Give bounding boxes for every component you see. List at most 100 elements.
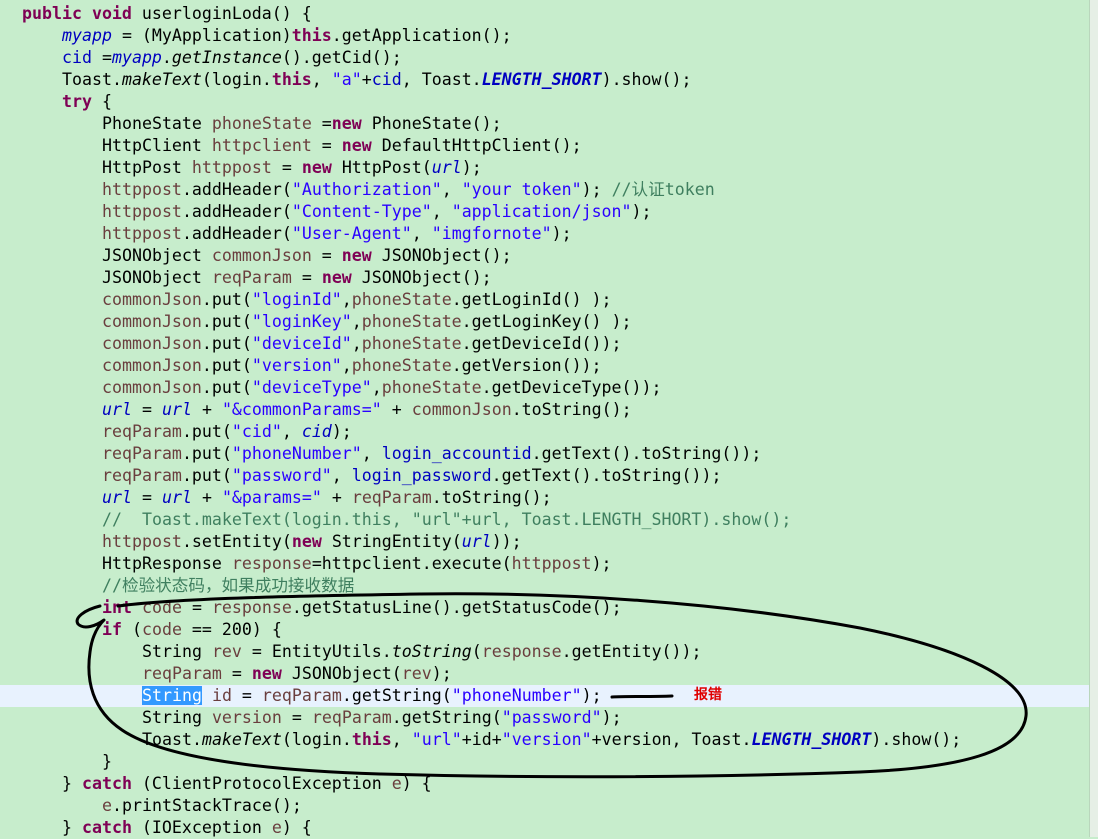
- code-line[interactable]: cid =myapp.getInstance().getCid();: [0, 47, 1090, 69]
- code-line[interactable]: HttpResponse response=httpclient.execute…: [0, 553, 1090, 575]
- code-line-text: String id = reqParam.getString("phoneNum…: [142, 685, 602, 707]
- code-line[interactable]: String rev = EntityUtils.toString(respon…: [0, 641, 1090, 663]
- code-token: .getString(: [341, 686, 452, 705]
- code-token: .put(: [181, 466, 232, 485]
- code-line[interactable]: }: [0, 751, 1090, 773]
- code-token: void: [91, 4, 132, 23]
- code-line[interactable]: httppost.addHeader("Content-Type", "appl…: [0, 201, 1090, 223]
- code-line-current[interactable]: String id = reqParam.getString("phoneNum…: [0, 685, 1090, 707]
- code-token: new: [291, 532, 322, 551]
- code-line[interactable]: JSONObject commonJson = new JSONObject()…: [0, 245, 1090, 267]
- code-token: HttpClient: [102, 136, 212, 155]
- code-token: .put(: [201, 312, 252, 331]
- code-line[interactable]: commonJson.put("loginKey",phoneState.get…: [0, 311, 1090, 333]
- code-line[interactable]: JSONObject reqParam = new JSONObject();: [0, 267, 1090, 289]
- code-token: ,: [331, 466, 352, 485]
- code-token: ,: [311, 70, 332, 89]
- code-token: .put(: [201, 378, 252, 397]
- code-line-text: reqParam.put("cid", cid);: [102, 421, 352, 443]
- code-token: =httpclient.execute(: [311, 554, 512, 573]
- code-token: ,: [391, 730, 412, 749]
- code-token: commonJson: [102, 334, 202, 353]
- code-line[interactable]: public void userloginLoda() {: [0, 3, 1090, 25]
- code-token: reqParam: [261, 686, 342, 705]
- code-line[interactable]: url = url + "&commonParams=" + commonJso…: [0, 399, 1090, 421]
- code-line[interactable]: commonJson.put("deviceType",phoneState.g…: [0, 377, 1090, 399]
- code-token: .put(: [181, 444, 232, 463]
- code-line[interactable]: reqParam.put("password", login_password.…: [0, 465, 1090, 487]
- code-token: =: [131, 400, 162, 419]
- code-line[interactable]: commonJson.put("deviceId",phoneState.get…: [0, 333, 1090, 355]
- code-token: .getText().toString());: [491, 466, 722, 485]
- code-token: response: [481, 642, 562, 661]
- code-token: = EntityUtils.: [241, 642, 392, 661]
- code-line-text: myapp = (MyApplication)this.getApplicati…: [62, 25, 512, 47]
- code-token: reqParam: [102, 444, 182, 463]
- code-token: +: [321, 488, 352, 507]
- code-line[interactable]: int code = response.getStatusLine().getS…: [0, 597, 1090, 619]
- code-line-text: reqParam.put("phoneNumber", login_accoun…: [102, 443, 761, 465]
- code-token: "Content-Type": [291, 202, 432, 221]
- code-token: url: [161, 488, 192, 507]
- code-line[interactable]: } catch (ClientProtocolException e) {: [0, 773, 1090, 795]
- code-token: .put(: [201, 356, 252, 375]
- code-line[interactable]: httppost.setEntity(new StringEntity(url)…: [0, 531, 1090, 553]
- code-token: (IOException: [131, 818, 272, 837]
- code-token: HttpPost(: [331, 158, 432, 177]
- code-token: commonJson: [102, 356, 202, 375]
- vertical-scrollbar[interactable]: [1089, 0, 1098, 837]
- code-line[interactable]: HttpClient httpclient = new DefaultHttpC…: [0, 135, 1090, 157]
- code-line[interactable]: commonJson.put("version",phoneState.getV…: [0, 355, 1090, 377]
- code-token: ,: [341, 290, 352, 309]
- code-token: +: [361, 70, 372, 89]
- code-line[interactable]: } catch (IOException e) {: [0, 817, 1090, 839]
- code-token: phoneState: [351, 356, 452, 375]
- code-token: e: [391, 774, 402, 793]
- code-token: "Authorization": [291, 180, 442, 199]
- code-token: );: [631, 202, 652, 221]
- code-token: httppost: [102, 532, 182, 551]
- code-line-text: url = url + "&commonParams=" + commonJso…: [102, 399, 632, 421]
- code-token: //检验状态码，如果成功接收数据: [102, 576, 355, 595]
- code-token: );: [461, 158, 482, 177]
- code-token: cid: [371, 70, 402, 89]
- code-token: (ClientProtocolException: [131, 774, 392, 793]
- code-token: ,: [411, 224, 432, 243]
- code-line[interactable]: httppost.addHeader("User-Agent", "imgfor…: [0, 223, 1090, 245]
- code-line[interactable]: HttpPost httppost = new HttpPost(url);: [0, 157, 1090, 179]
- code-token: this: [271, 70, 312, 89]
- code-line[interactable]: myapp = (MyApplication)this.getApplicati…: [0, 25, 1090, 47]
- code-token: getInstance: [171, 48, 282, 67]
- code-token: .put(: [181, 422, 232, 441]
- code-token: "&commonParams=": [221, 400, 382, 419]
- code-line[interactable]: PhoneState phoneState =new PhoneState();: [0, 113, 1090, 135]
- code-token: , Toast.: [401, 70, 482, 89]
- code-token: =: [271, 158, 302, 177]
- code-token: }: [102, 752, 112, 771]
- code-line[interactable]: String version = reqParam.getString("pas…: [0, 707, 1090, 729]
- code-line[interactable]: e.printStackTrace();: [0, 795, 1090, 817]
- code-line[interactable]: httppost.addHeader("Authorization", "you…: [0, 179, 1090, 201]
- code-token: .printStackTrace();: [112, 796, 302, 815]
- code-line[interactable]: //检验状态码，如果成功接收数据: [0, 575, 1090, 597]
- code-line[interactable]: Toast.makeText(login.this, "a"+cid, Toas…: [0, 69, 1090, 91]
- code-line[interactable]: try {: [0, 91, 1090, 113]
- code-line[interactable]: Toast.makeText(login.this, "url"+id+"ver…: [0, 729, 1090, 751]
- code-line[interactable]: reqParam = new JSONObject(rev);: [0, 663, 1090, 685]
- code-line-text: httppost.setEntity(new StringEntity(url)…: [102, 531, 522, 553]
- code-token: reqParam: [102, 422, 182, 441]
- code-token: httppost: [102, 202, 182, 221]
- code-line[interactable]: // Toast.makeText(login.this, "url"+url,…: [0, 509, 1090, 531]
- code-line-text: HttpPost httppost = new HttpPost(url);: [102, 157, 482, 179]
- code-line[interactable]: commonJson.put("loginId",phoneState.getL…: [0, 289, 1090, 311]
- code-line[interactable]: url = url + "&params=" + reqParam.toStri…: [0, 487, 1090, 509]
- code-line[interactable]: reqParam.put("phoneNumber", login_accoun…: [0, 443, 1090, 465]
- code-line[interactable]: reqParam.put("cid", cid);: [0, 421, 1090, 443]
- code-token: id: [211, 686, 232, 705]
- code-token: ).show();: [871, 730, 962, 749]
- code-line-text: reqParam = new JSONObject(rev);: [142, 663, 452, 685]
- code-line[interactable]: if (code == 200) {: [0, 619, 1090, 641]
- code-token: =: [291, 268, 322, 287]
- code-token: }: [62, 818, 82, 837]
